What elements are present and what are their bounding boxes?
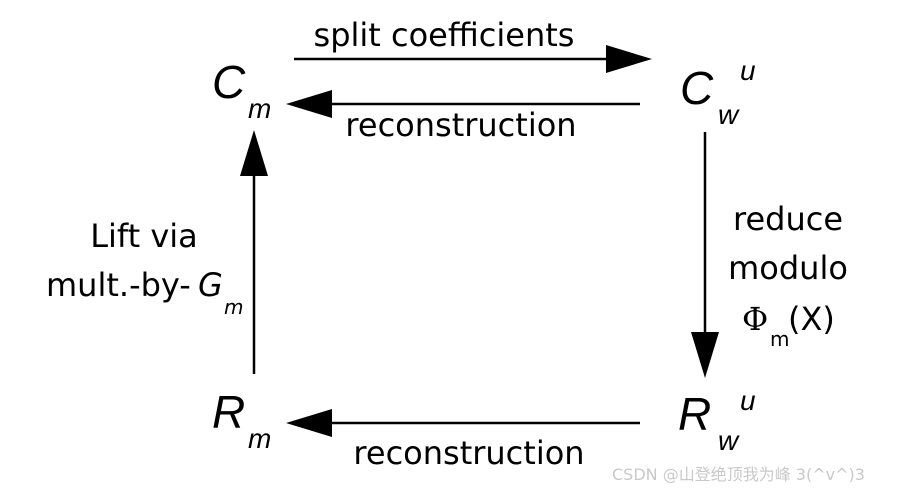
edge-lift-label-prefix: mult.-by- [46, 266, 191, 304]
arrowhead-left-icon [286, 90, 332, 118]
node-c-m-sub: m [248, 93, 271, 124]
arrowhead-up-icon [240, 130, 268, 176]
arrowhead-right-icon [606, 45, 652, 73]
phi-subscript: m [770, 327, 789, 351]
edge-bottom-reconstruction-label: reconstruction [353, 434, 584, 472]
node-c-m-main: C [212, 56, 246, 108]
edge-split-coefficients: split coefficients [294, 16, 652, 73]
node-c-w-u-sup: u [740, 55, 756, 86]
edge-lift-label-line1: Lift via [90, 217, 198, 255]
edge-bottom-reconstruction: reconstruction [286, 409, 640, 472]
node-r-m: R m [212, 386, 271, 454]
node-c-w-u-sub: w [718, 99, 740, 130]
node-r-m-main: R [212, 386, 245, 438]
node-r-w-u-main: R [678, 388, 711, 440]
phi-symbol: Φ [742, 300, 768, 338]
arrowhead-left-icon [286, 409, 332, 437]
node-r-m-sub: m [248, 423, 271, 454]
edge-reduce-label-line2: modulo [728, 249, 848, 287]
edge-top-reconstruction-label: reconstruction [345, 106, 576, 144]
phi-argument: (X) [788, 300, 835, 338]
node-c-m: C m [212, 56, 271, 124]
edge-reduce-label-line1: reduce [733, 200, 843, 238]
edge-reduce-modulo: reduce modulo Φ m (X) [691, 132, 848, 378]
watermark-text: CSDN @山登绝顶我为峰 3(^v^)3 [612, 465, 865, 484]
edge-lift-g: G [198, 266, 223, 304]
edge-lift-g-sub: m [224, 295, 243, 319]
arrowhead-down-icon [691, 332, 719, 378]
edge-top-reconstruction: reconstruction [286, 90, 640, 144]
node-c-w-u-main: C [680, 62, 714, 114]
node-r-w-u-sub: w [718, 425, 740, 456]
edge-lift: Lift via mult.-by- G m [46, 130, 268, 374]
node-r-w-u: R u w [678, 385, 756, 456]
node-c-w-u: C u w [680, 55, 756, 130]
edge-split-label: split coefficients [314, 16, 575, 54]
node-r-w-u-sup: u [740, 385, 756, 416]
